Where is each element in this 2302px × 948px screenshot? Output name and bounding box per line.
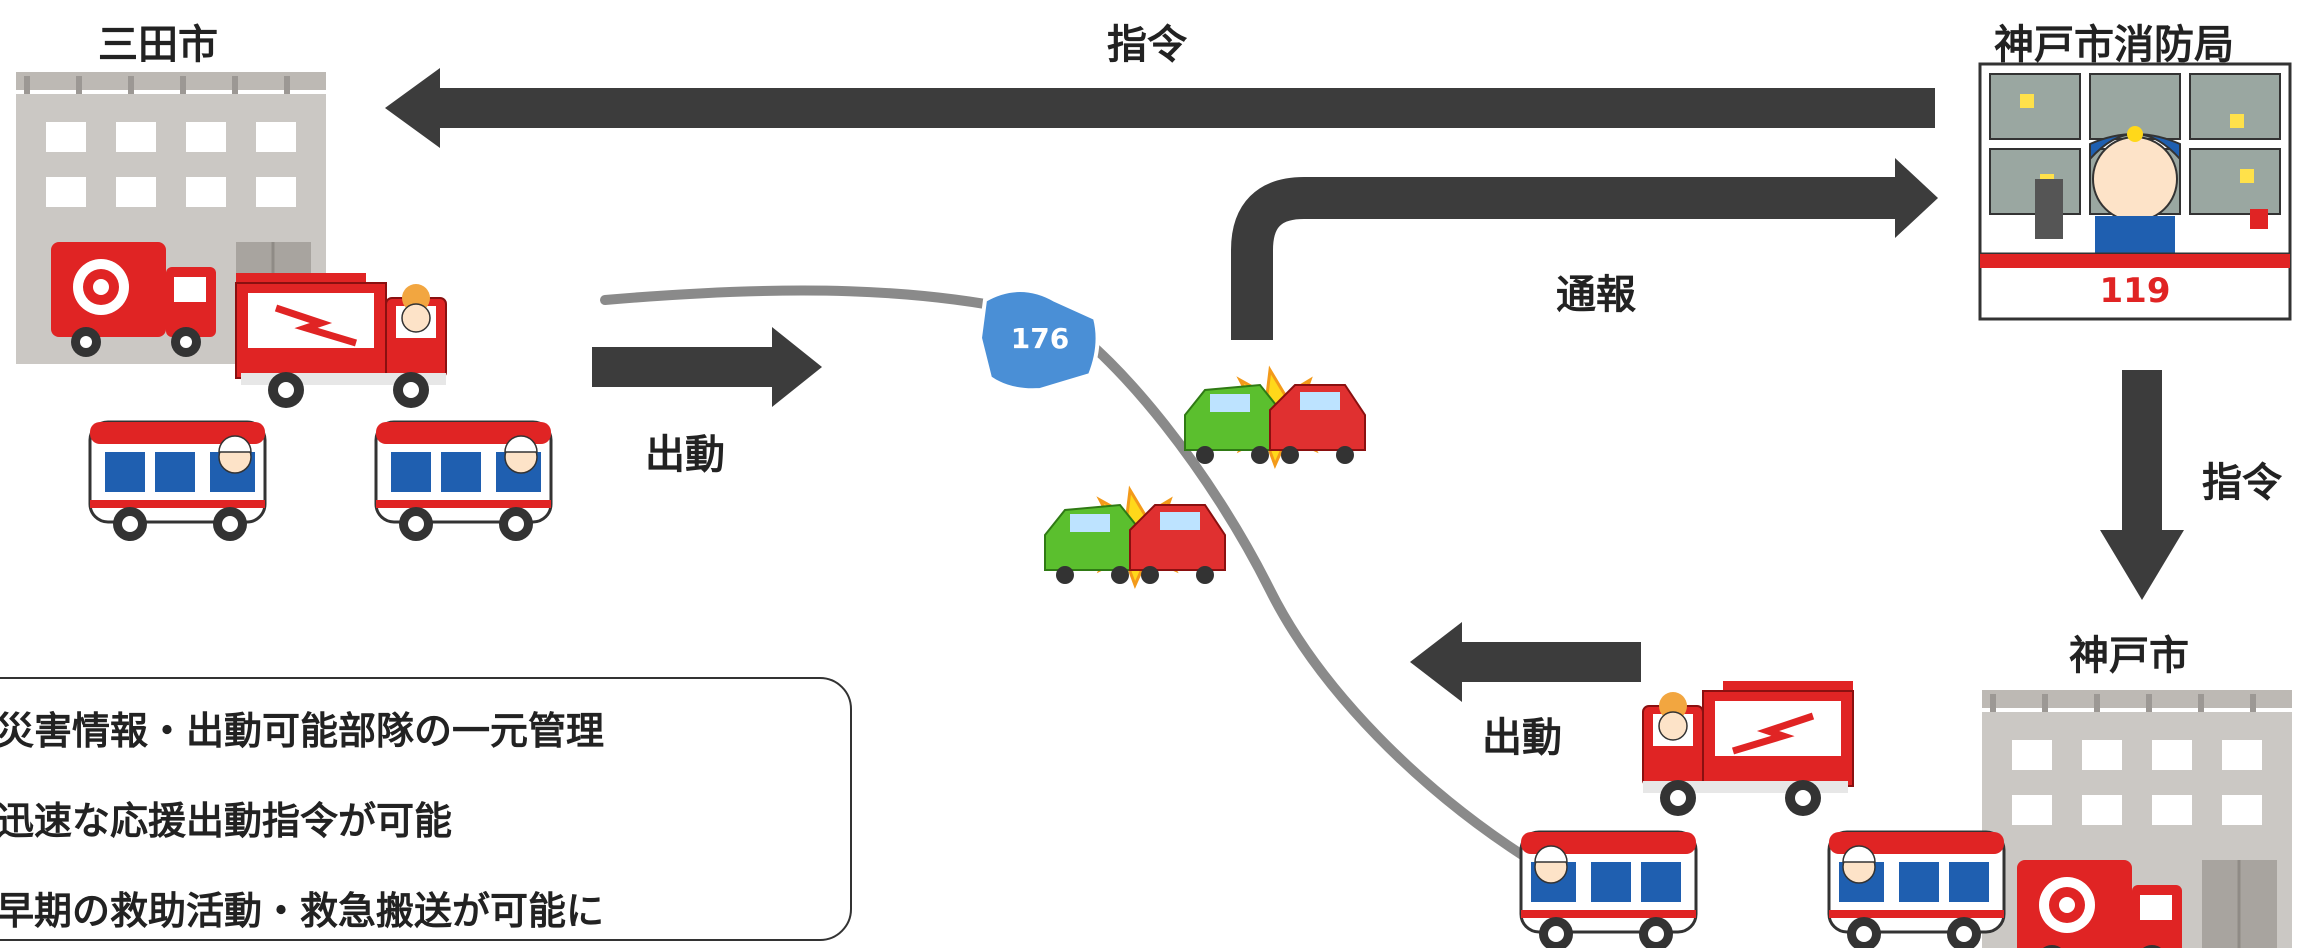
info-line-1: 災害情報・出動可能部隊の一元管理 (0, 709, 605, 753)
label-dispatch-sanda: 出動 (645, 432, 725, 478)
arrow-report-to-bureau (1231, 158, 1938, 340)
ambulance-icon (374, 420, 553, 543)
dispatcher-icon: 119 (1978, 62, 2292, 321)
arrow-dispatch-sanda (592, 327, 822, 407)
info-line-3: 早期の救助活動・救急搬送が可能に (0, 889, 605, 933)
label-sanda-city: 三田市 (98, 22, 218, 68)
ambulance-icon (1519, 830, 1698, 948)
label-kobe-city: 神戸市 (2069, 633, 2189, 679)
label-command-right: 指令 (2202, 460, 2282, 506)
route-sign: 176 (977, 288, 1100, 393)
car-crash-icon (1043, 488, 1227, 587)
arrow-command-to-kobe (2100, 370, 2184, 600)
fire-truck-icon (1643, 681, 1853, 816)
info-box (0, 677, 852, 941)
label-command-top: 指令 (1107, 22, 1187, 68)
label-dispatch-kobe: 出動 (1482, 715, 1562, 761)
arrow-dispatch-kobe (1410, 622, 1641, 702)
arrow-command-to-sanda (385, 68, 1935, 148)
phone-119-label: 119 (2100, 271, 2171, 311)
route-sign-number: 176 (1011, 322, 1069, 355)
ambulance-icon (1827, 830, 2006, 948)
label-kobe-fire-bureau: 神戸市消防局 (1994, 22, 2234, 68)
label-report: 通報 (1556, 272, 1636, 318)
ambulance-icon (88, 420, 267, 543)
info-line-2: 迅速な応援出動指令が可能 (0, 799, 453, 843)
road-route-176 (600, 285, 1535, 865)
car-crash-icon (1183, 368, 1367, 467)
fire-truck-icon (236, 273, 446, 408)
fire-station-icon (1980, 688, 2294, 948)
